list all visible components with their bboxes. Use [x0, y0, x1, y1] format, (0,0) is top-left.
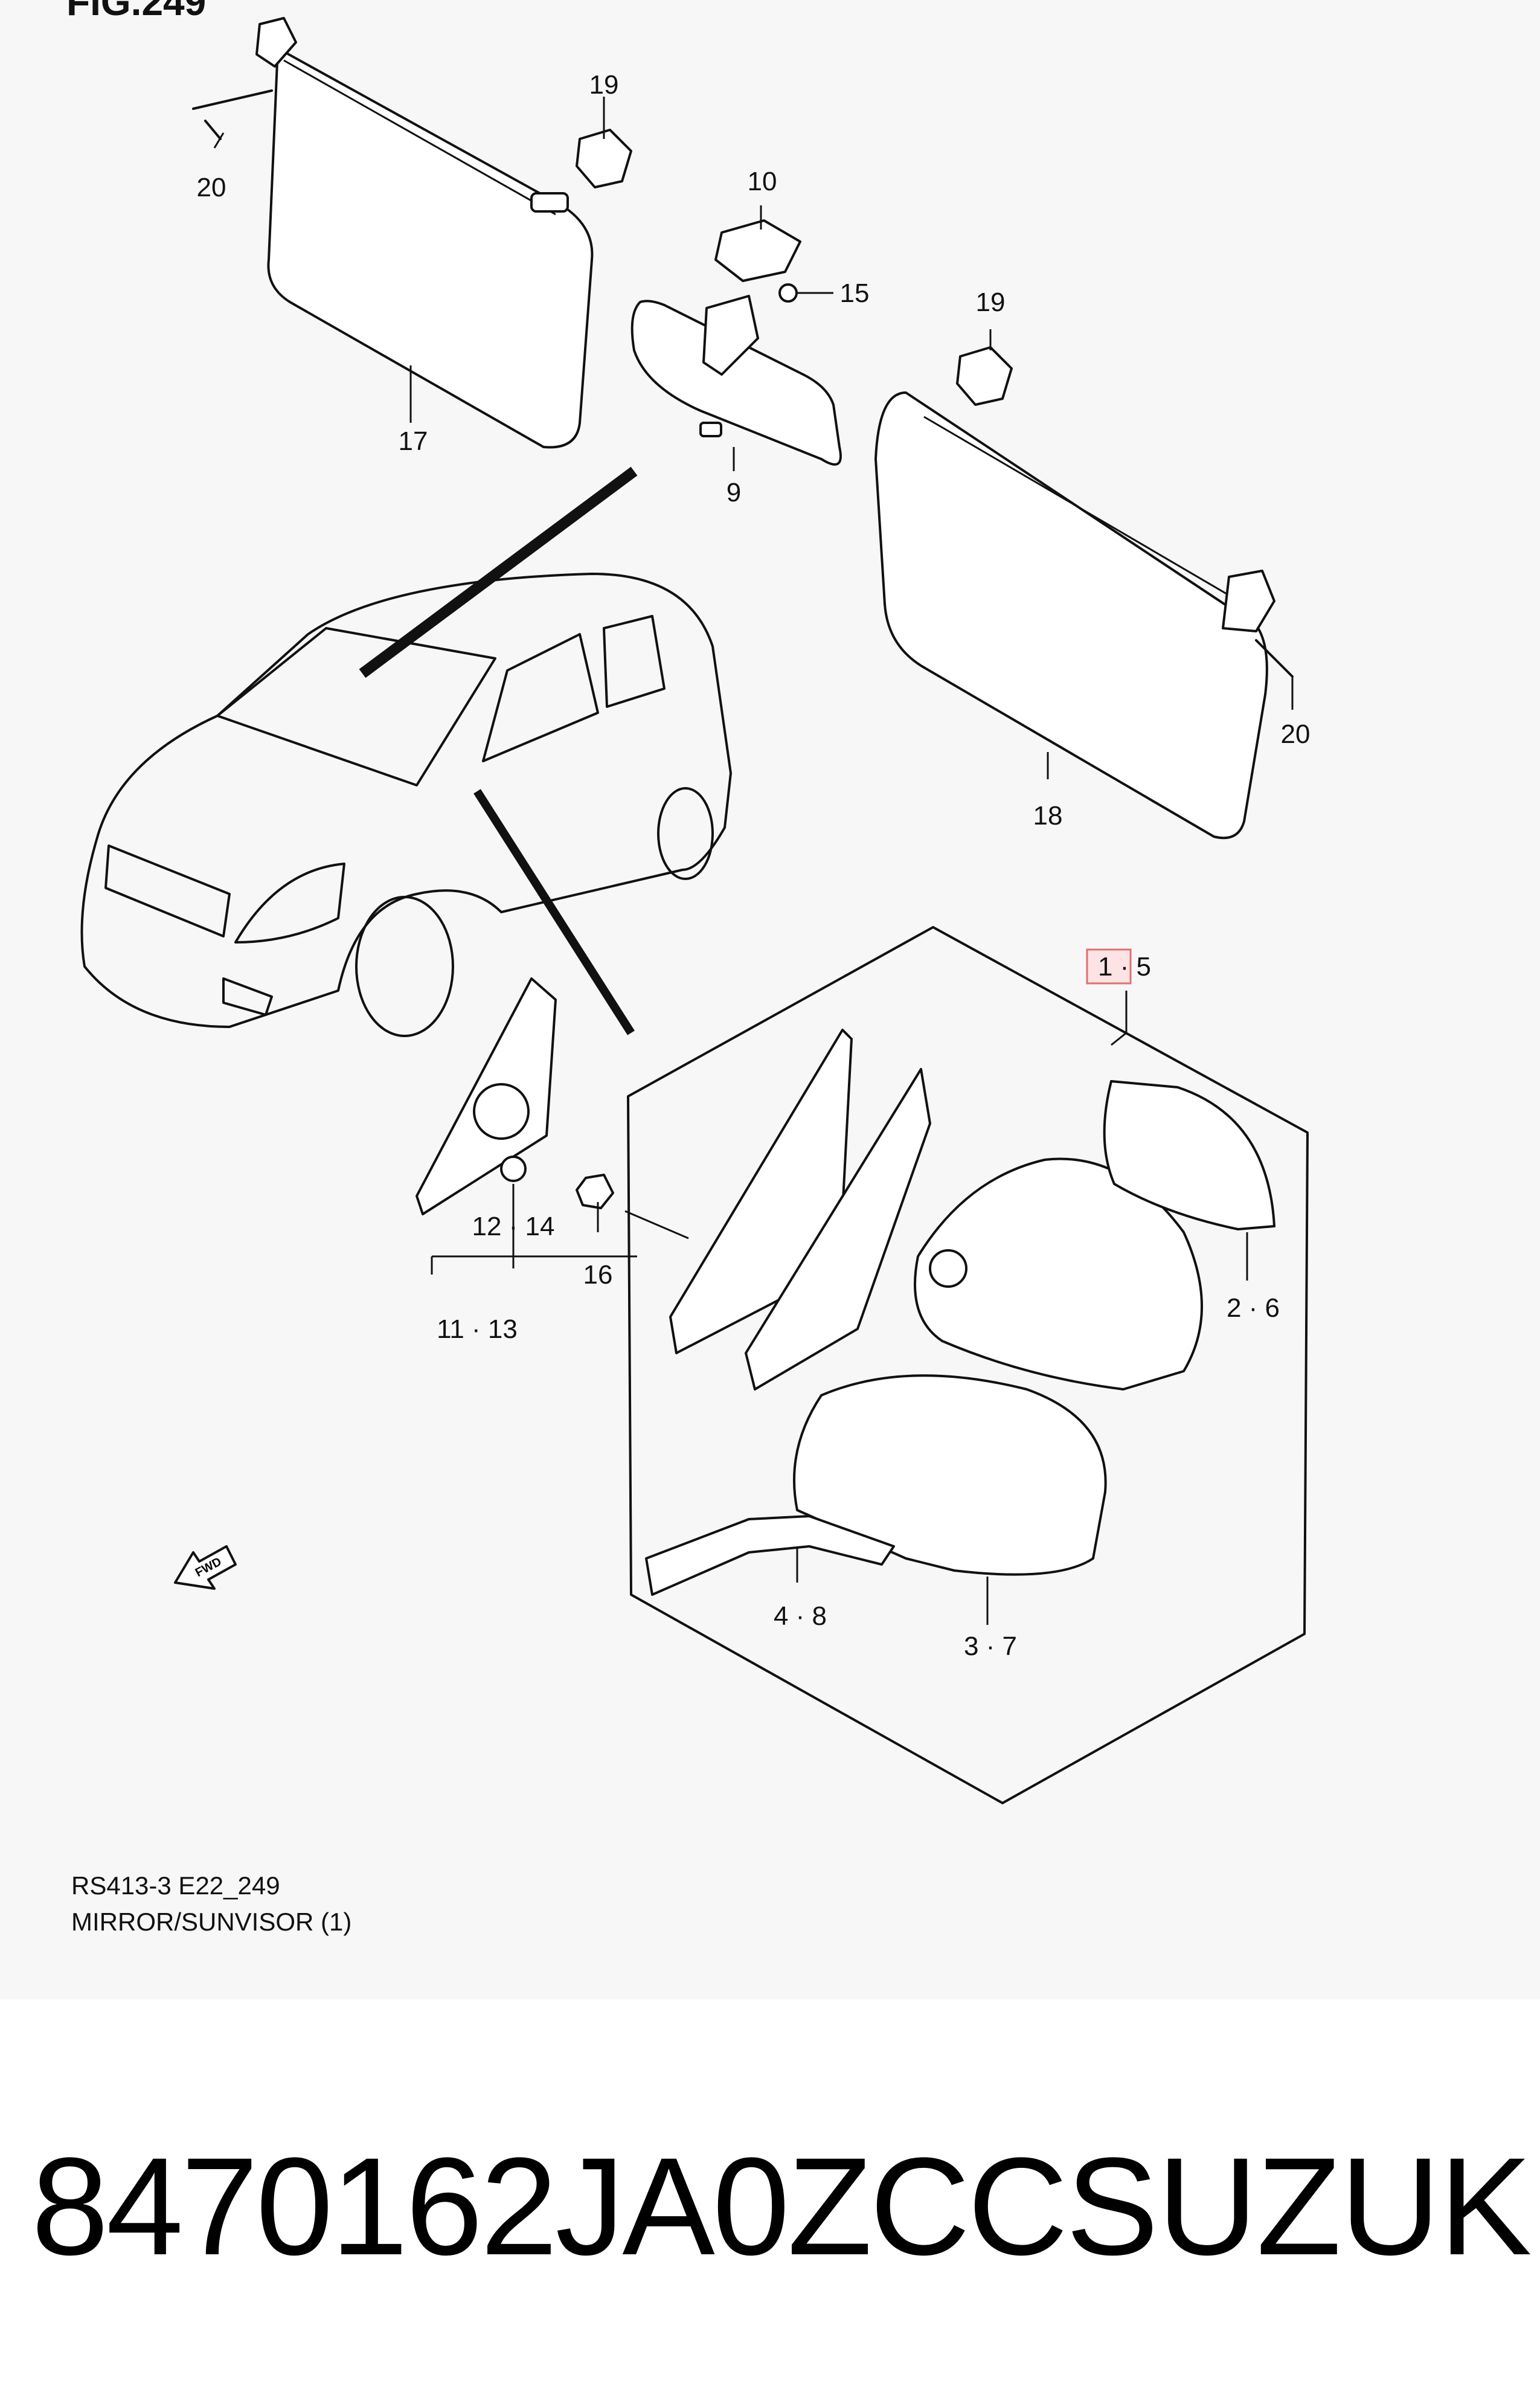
callout-15: 15: [840, 278, 870, 308]
mirror-housing: [914, 1157, 1203, 1391]
clip-12: [500, 1156, 527, 1182]
clip-19-top: [576, 129, 632, 188]
parts-diagram: 19 20 10 15 19 17 9 20 18 1 · 5 2 · 6 12…: [66, 0, 1311, 1936]
callout-20-left: 20: [197, 173, 226, 202]
highlight-box: [1086, 948, 1132, 985]
callout-20-right: 20: [1281, 719, 1311, 749]
callout-12-14: 12 · 14: [472, 1212, 555, 1241]
callout-2-6: 2 · 6: [1227, 1293, 1280, 1323]
callout-10: 10: [748, 167, 777, 196]
screw-15: [778, 283, 798, 303]
mirror-glass: [1103, 1080, 1275, 1230]
car-outline: [80, 573, 732, 1037]
sunvisor-right: [874, 391, 1294, 840]
rearview-mirror-9: [630, 295, 842, 466]
mirror-garnish: [415, 977, 557, 1215]
callout-19-top: 19: [589, 70, 619, 100]
mirror-assembly-frame: [627, 926, 1309, 1804]
mirror-strip: [645, 1515, 895, 1596]
mirror-cover: [793, 1374, 1107, 1576]
callout-19-right: 19: [976, 288, 1006, 317]
figure-code: RS413-3 E22_249: [71, 1871, 280, 1900]
figure-name: MIRROR/SUNVISOR (1): [71, 1908, 352, 1936]
mirror-base: [669, 1029, 931, 1391]
callout-1-5: 1 · 5: [1098, 952, 1151, 982]
nut-16: [576, 1174, 614, 1209]
callout-18: 18: [1033, 801, 1063, 831]
callout-17: 17: [399, 426, 428, 456]
fwd-arrow-icon: FWD: [174, 1545, 237, 1590]
clip-19-right: [956, 346, 1013, 406]
pointer-bar-top: [359, 466, 638, 678]
callout-16: 16: [583, 1260, 613, 1290]
diagram-drawing: 19 20 10 15 19 17 9 20 18 1 · 5 2 · 6 12…: [80, 17, 1311, 1804]
callout-11-13: 11 · 13: [437, 1314, 518, 1344]
footer-band: [0, 1999, 1540, 2392]
part-number: 8470162JA0ZCC: [31, 2129, 1068, 2284]
pointer-bar-bottom: [473, 789, 635, 1035]
brand-name: SUZUKI: [1066, 2129, 1540, 2284]
callout-9: 9: [727, 478, 741, 507]
callout-4-8: 4 · 8: [774, 1601, 827, 1631]
sunvisor-left: [192, 17, 594, 449]
mirror-mount-10: [714, 219, 801, 282]
callout-3-7: 3 · 7: [964, 1632, 1017, 1661]
figure-title: FIG.249: [66, 0, 207, 24]
